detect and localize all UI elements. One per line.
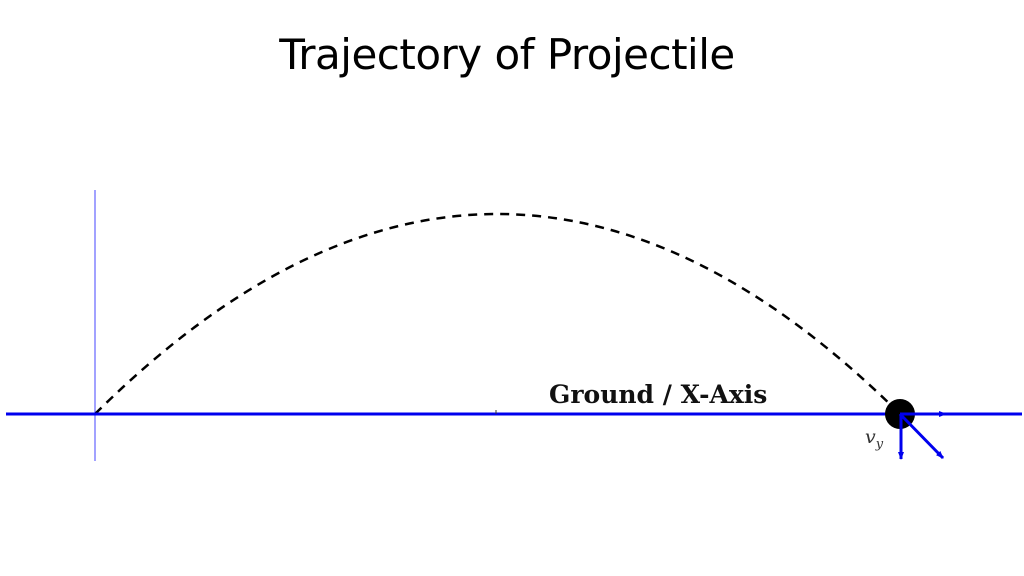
vy-subscript: y <box>875 436 884 452</box>
diagram-title: Trajectory of Projectile <box>279 30 735 79</box>
vy-symbol: v <box>865 426 876 448</box>
ground-label: Ground / X-Axis <box>549 380 768 409</box>
trajectory-path <box>94 212 901 415</box>
velocity-vector-arrow <box>898 412 945 460</box>
vy-label: vy <box>865 426 883 452</box>
